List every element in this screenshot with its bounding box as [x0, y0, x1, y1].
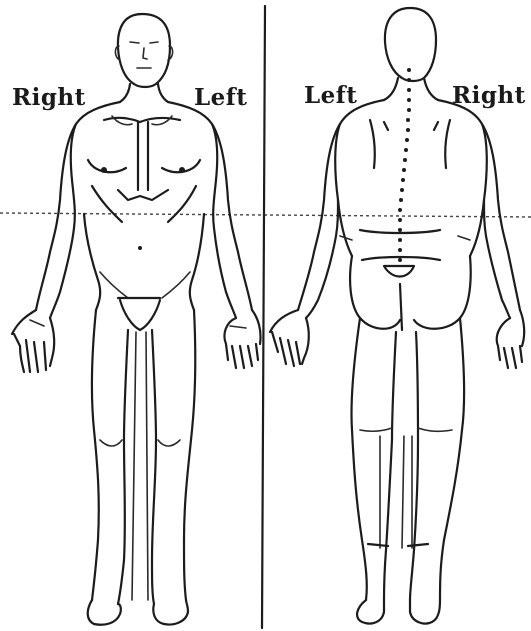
- front-right-leg: [92, 310, 128, 604]
- panel-divider: [262, 6, 265, 628]
- front-right-label: Right: [12, 84, 86, 111]
- back-right-hand: [497, 310, 524, 368]
- back-left-hand: [270, 310, 309, 366]
- front-right-hand: [12, 310, 54, 372]
- front-eyes: [130, 42, 158, 43]
- front-feet: [88, 600, 188, 625]
- back-left-arm: [298, 124, 340, 318]
- back-left-leg: [351, 318, 396, 600]
- front-left-leg: [152, 310, 195, 604]
- front-torso: [71, 102, 217, 180]
- front-groin: [118, 298, 160, 330]
- back-right-label: Right: [452, 82, 526, 109]
- front-left-hand: [224, 310, 260, 368]
- back-left-label: Left: [304, 82, 357, 109]
- back-feet: [357, 600, 440, 624]
- scan-line: [0, 213, 531, 217]
- front-left-label: Left: [194, 84, 247, 111]
- back-right-leg: [410, 318, 464, 600]
